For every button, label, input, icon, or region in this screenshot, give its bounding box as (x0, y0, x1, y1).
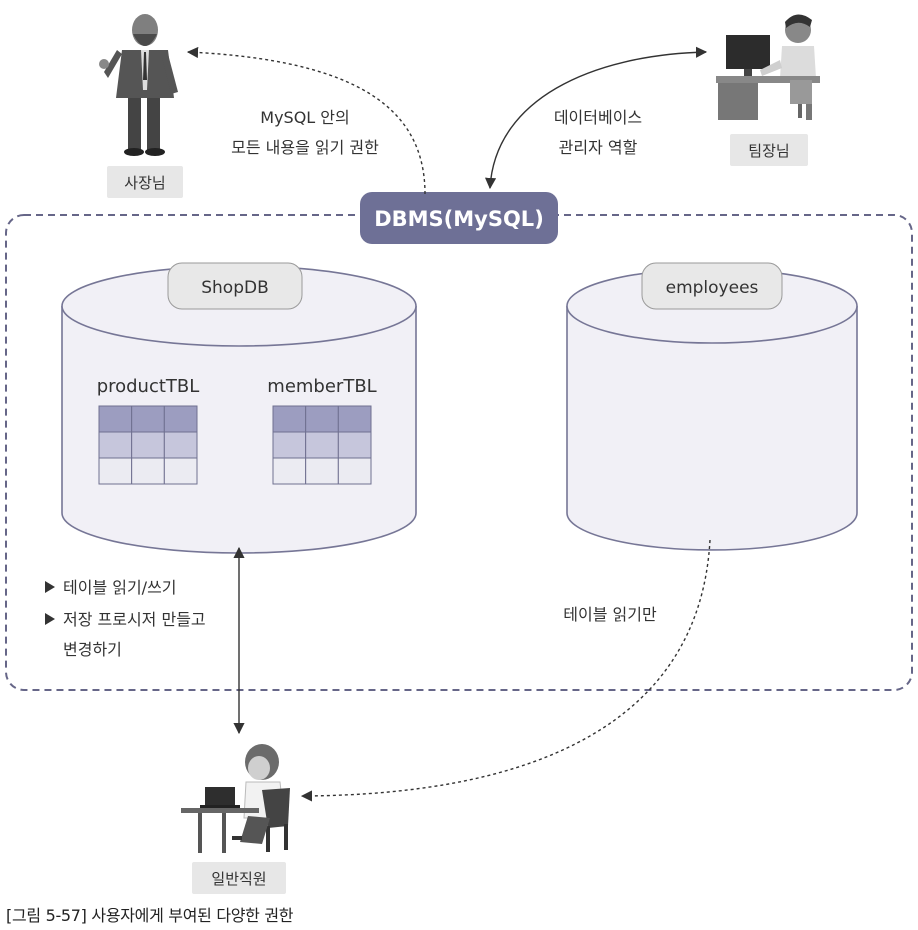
employee-label: 일반직원 (211, 870, 266, 888)
ceo-figure (99, 14, 178, 156)
table-cell (337, 431, 372, 459)
employees-cylinder (566, 268, 858, 551)
shopdb-label-box: ShopDB (167, 262, 303, 310)
member-table-grid (272, 405, 372, 485)
table-cell (272, 405, 307, 433)
table-cell (163, 431, 198, 459)
employees-employee-arrow (300, 539, 711, 802)
bullet-triangle-icon (45, 581, 55, 593)
table-cell (337, 457, 372, 485)
employee-label-box: 일반직원 (192, 862, 286, 894)
table-cell (272, 457, 307, 485)
ceo-permission-line2: 모든 내용을 읽기 권한 (231, 138, 379, 157)
table-cell (305, 457, 339, 485)
table-cell (98, 431, 133, 459)
employees-label: employees (666, 278, 759, 298)
manager-permission-line2: 관리자 역할 (559, 138, 638, 157)
dbms-badge: DBMS(MySQL) (360, 192, 558, 244)
ceo-label: 사장님 (124, 174, 165, 192)
manager-label: 팀장님 (748, 142, 789, 160)
table-cell (98, 405, 133, 433)
manager-label-box: 팀장님 (730, 134, 808, 166)
product-table-name: productTBL (97, 376, 200, 397)
table-cell (305, 431, 339, 459)
manager-figure (716, 14, 820, 120)
dbms-label: DBMS(MySQL) (374, 207, 544, 231)
shopdb-permission-bullet2: 저장 프로시저 만들고 (63, 610, 206, 629)
table-cell (163, 405, 198, 433)
table-cell (272, 431, 307, 459)
figure-caption: [그림 5-57] 사용자에게 부여된 다양한 권한 (6, 906, 294, 925)
shopdb-permission-bullet2-cont: 변경하기 (63, 640, 122, 659)
bullet-triangle-icon (45, 613, 55, 625)
table-cell (131, 457, 165, 485)
employee-figure (181, 744, 290, 853)
table-cell (131, 431, 165, 459)
shopdb-permission-bullet1: 테이블 읽기/쓰기 (63, 578, 177, 597)
table-cell (305, 405, 339, 433)
ceo-permission-line1: MySQL 안의 (260, 108, 349, 127)
employees-label-box: employees (641, 262, 783, 310)
manager-permission-arrow (484, 46, 708, 190)
shopdb-permission-list: 테이블 읽기/쓰기 저장 프로시저 만들고 변경하기 (45, 578, 206, 659)
member-table-name: memberTBL (267, 376, 376, 397)
product-table-grid (98, 405, 198, 485)
ceo-label-box: 사장님 (107, 166, 183, 198)
table-cell (163, 457, 198, 485)
table-cell (337, 405, 372, 433)
ceo-permission-arrow (186, 46, 426, 195)
shopdb-label: ShopDB (201, 278, 269, 298)
table-cell (131, 405, 165, 433)
table-cell (98, 457, 133, 485)
manager-permission-line1: 데이터베이스 (554, 108, 642, 127)
employees-permission: 테이블 읽기만 (563, 605, 657, 624)
